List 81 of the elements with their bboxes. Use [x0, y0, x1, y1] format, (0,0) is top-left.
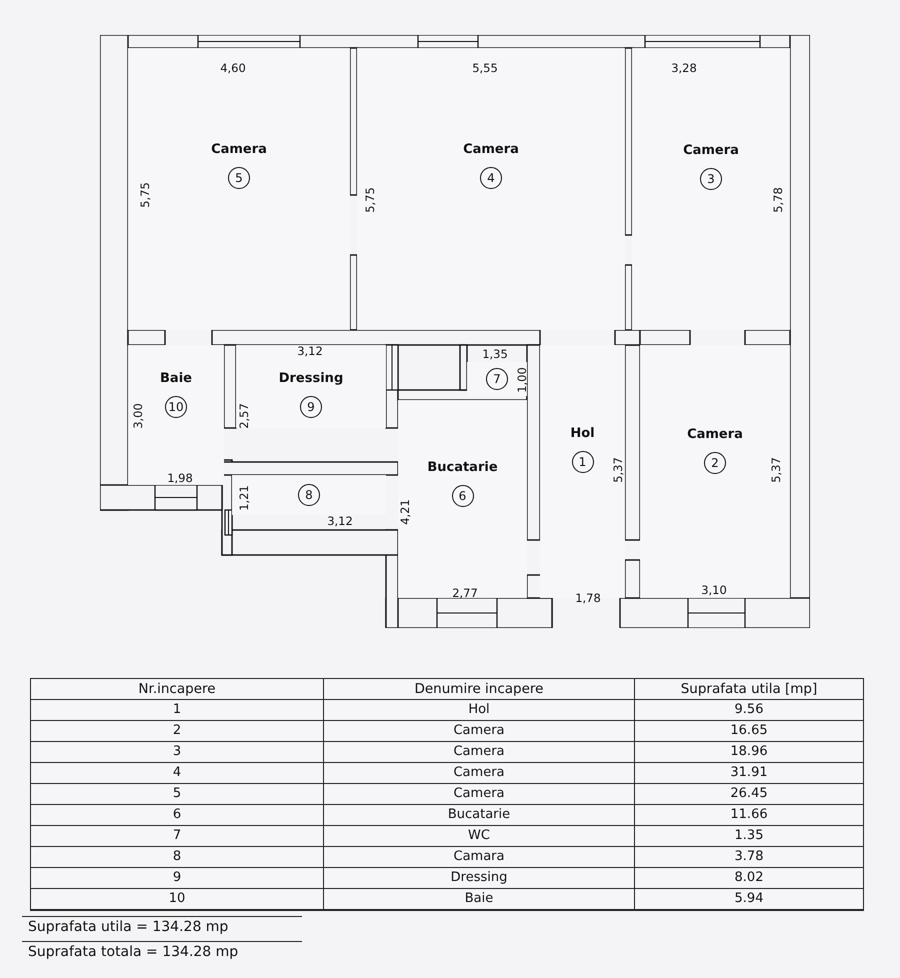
dimension-label: 4,60	[220, 61, 246, 75]
room-name: Camera	[687, 427, 743, 442]
table-cell: Dressing	[324, 868, 635, 889]
dimension-label: 5,37	[769, 457, 783, 483]
summary-text: Suprafata utila = 134.28 mp	[28, 919, 228, 935]
room-area	[236, 345, 386, 428]
dimension-label: 3,00	[131, 403, 145, 429]
column-header: Denumire incapere	[324, 679, 635, 700]
table-cell: 16.65	[635, 721, 863, 742]
room-number: 10	[165, 396, 187, 418]
table-cell: Camera	[324, 721, 635, 742]
room-area	[640, 345, 790, 598]
table-cell: 18.96	[635, 742, 863, 763]
room-area	[128, 48, 350, 330]
table-cell: 3.78	[635, 847, 863, 868]
table-cell: Baie	[324, 889, 635, 910]
room-name: Camera	[211, 142, 267, 157]
table-cell: 8.02	[635, 868, 863, 889]
dimension-label: 3,10	[701, 583, 727, 597]
table-cell: 8	[31, 847, 324, 868]
column-header: Nr.incapere	[31, 679, 324, 700]
dimension-label: 4,21	[398, 499, 412, 525]
dimension-label: 2,57	[237, 403, 251, 429]
column-header: Suprafata utila [mp]	[635, 679, 863, 700]
table-cell: WC	[324, 826, 635, 847]
room-name: Baie	[160, 371, 192, 386]
room-area	[128, 345, 224, 485]
room-number: 6	[452, 485, 474, 507]
table-cell: 3	[31, 742, 324, 763]
dimension-label: 1,98	[167, 471, 193, 485]
table-cell: Camera	[324, 742, 635, 763]
table-cell: 5	[31, 784, 324, 805]
table-cell: Camara	[324, 847, 635, 868]
room-number: 4	[480, 167, 502, 189]
table-cell: 4	[31, 763, 324, 784]
dimension-label: 3,12	[327, 514, 353, 528]
table-cell: 7	[31, 826, 324, 847]
dimension-label: 5,78	[771, 187, 785, 213]
table-cell: Bucatarie	[324, 805, 635, 826]
dimension-label: 1,35	[482, 347, 508, 361]
room-area	[467, 362, 527, 396]
room-number: 3	[700, 168, 722, 190]
table-cell: 10	[31, 889, 324, 910]
dimension-label: 5,55	[472, 61, 498, 75]
room-number: 2	[704, 452, 726, 474]
room-number: 8	[298, 484, 320, 506]
table-cell: 1.35	[635, 826, 863, 847]
table-cell: 5.94	[635, 889, 863, 910]
table-cell: 9	[31, 868, 324, 889]
table-cell: Camera	[324, 763, 635, 784]
room-name: Dressing	[278, 371, 344, 386]
dimension-label: 5,75	[138, 182, 152, 208]
room-area	[357, 48, 625, 330]
table-cell: 2	[31, 721, 324, 742]
table-cell: 11.66	[635, 805, 863, 826]
room-name: Camera	[463, 142, 519, 157]
dimension-label: 3,12	[297, 344, 323, 358]
dimension-label: 3,28	[671, 61, 697, 75]
room-number: 5	[228, 167, 250, 189]
dimension-label: 1,00	[515, 367, 529, 393]
room-name: Bucatarie	[427, 460, 498, 475]
dimension-label: 1,78	[575, 591, 601, 605]
table-cell: 1	[31, 700, 324, 721]
summary-text: Suprafata totala = 134.28 mp	[28, 944, 238, 960]
room-number: 9	[300, 396, 322, 418]
table-cell: 6	[31, 805, 324, 826]
table-cell: 9.56	[635, 700, 863, 721]
dimension-label: 2,77	[452, 586, 478, 600]
table-cell: Camera	[324, 784, 635, 805]
room-area	[632, 48, 790, 330]
room-name: Camera	[683, 143, 739, 158]
room-area	[398, 400, 527, 598]
room-number: 7	[486, 368, 508, 390]
dimension-label: 5,75	[363, 187, 377, 213]
dimension-label: 1,21	[237, 485, 251, 511]
room-name: Hol	[570, 426, 595, 441]
room-number: 1	[572, 451, 594, 473]
table-cell: 31.91	[635, 763, 863, 784]
table-cell: Hol	[324, 700, 635, 721]
dimension-label: 5,37	[611, 457, 625, 483]
table-cell: 26.45	[635, 784, 863, 805]
